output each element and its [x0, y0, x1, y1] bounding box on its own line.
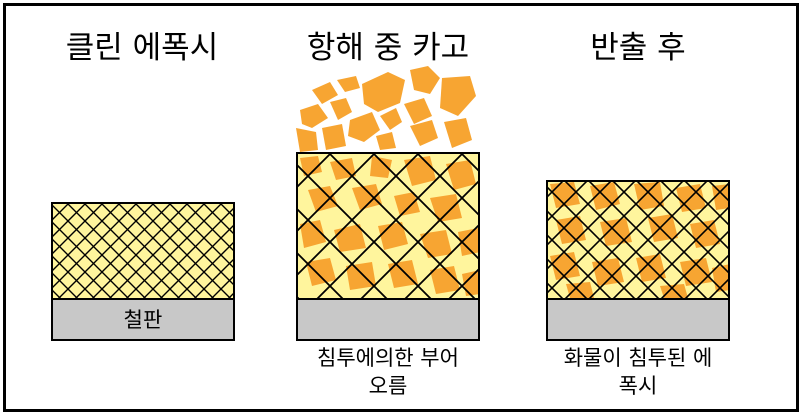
- swollen-epoxy-coating: [296, 152, 480, 300]
- caption-swelling-line2: 오름: [368, 374, 408, 398]
- caption-penetrated: 화물이 침투된 에 폭시: [520, 344, 756, 400]
- caption-penetrated-line2: 폭시: [618, 374, 658, 398]
- steel-plate-middle: [296, 298, 480, 341]
- panel-title-during-voyage: 항해 중 카고: [306, 30, 470, 66]
- caption-swelling-line1: 침투에의한 부어: [317, 346, 459, 370]
- diagram-frame: [3, 3, 799, 412]
- steel-plate-label: 철판: [123, 308, 163, 332]
- cargo-particles-above: [296, 66, 476, 152]
- caption-penetrated-line1: 화물이 침투된 에: [563, 346, 713, 370]
- steel-plate-left: [51, 298, 235, 341]
- clean-epoxy-coating: [51, 202, 235, 300]
- panel-title-after-discharge: 반출 후: [590, 30, 686, 66]
- cargo-penetrated-epoxy: [546, 180, 730, 300]
- steel-plate-right: [546, 298, 730, 341]
- panel-title-clean-epoxy: 클린 에폭시: [65, 30, 219, 66]
- caption-swelling: 침투에의한 부어 오름: [270, 344, 506, 400]
